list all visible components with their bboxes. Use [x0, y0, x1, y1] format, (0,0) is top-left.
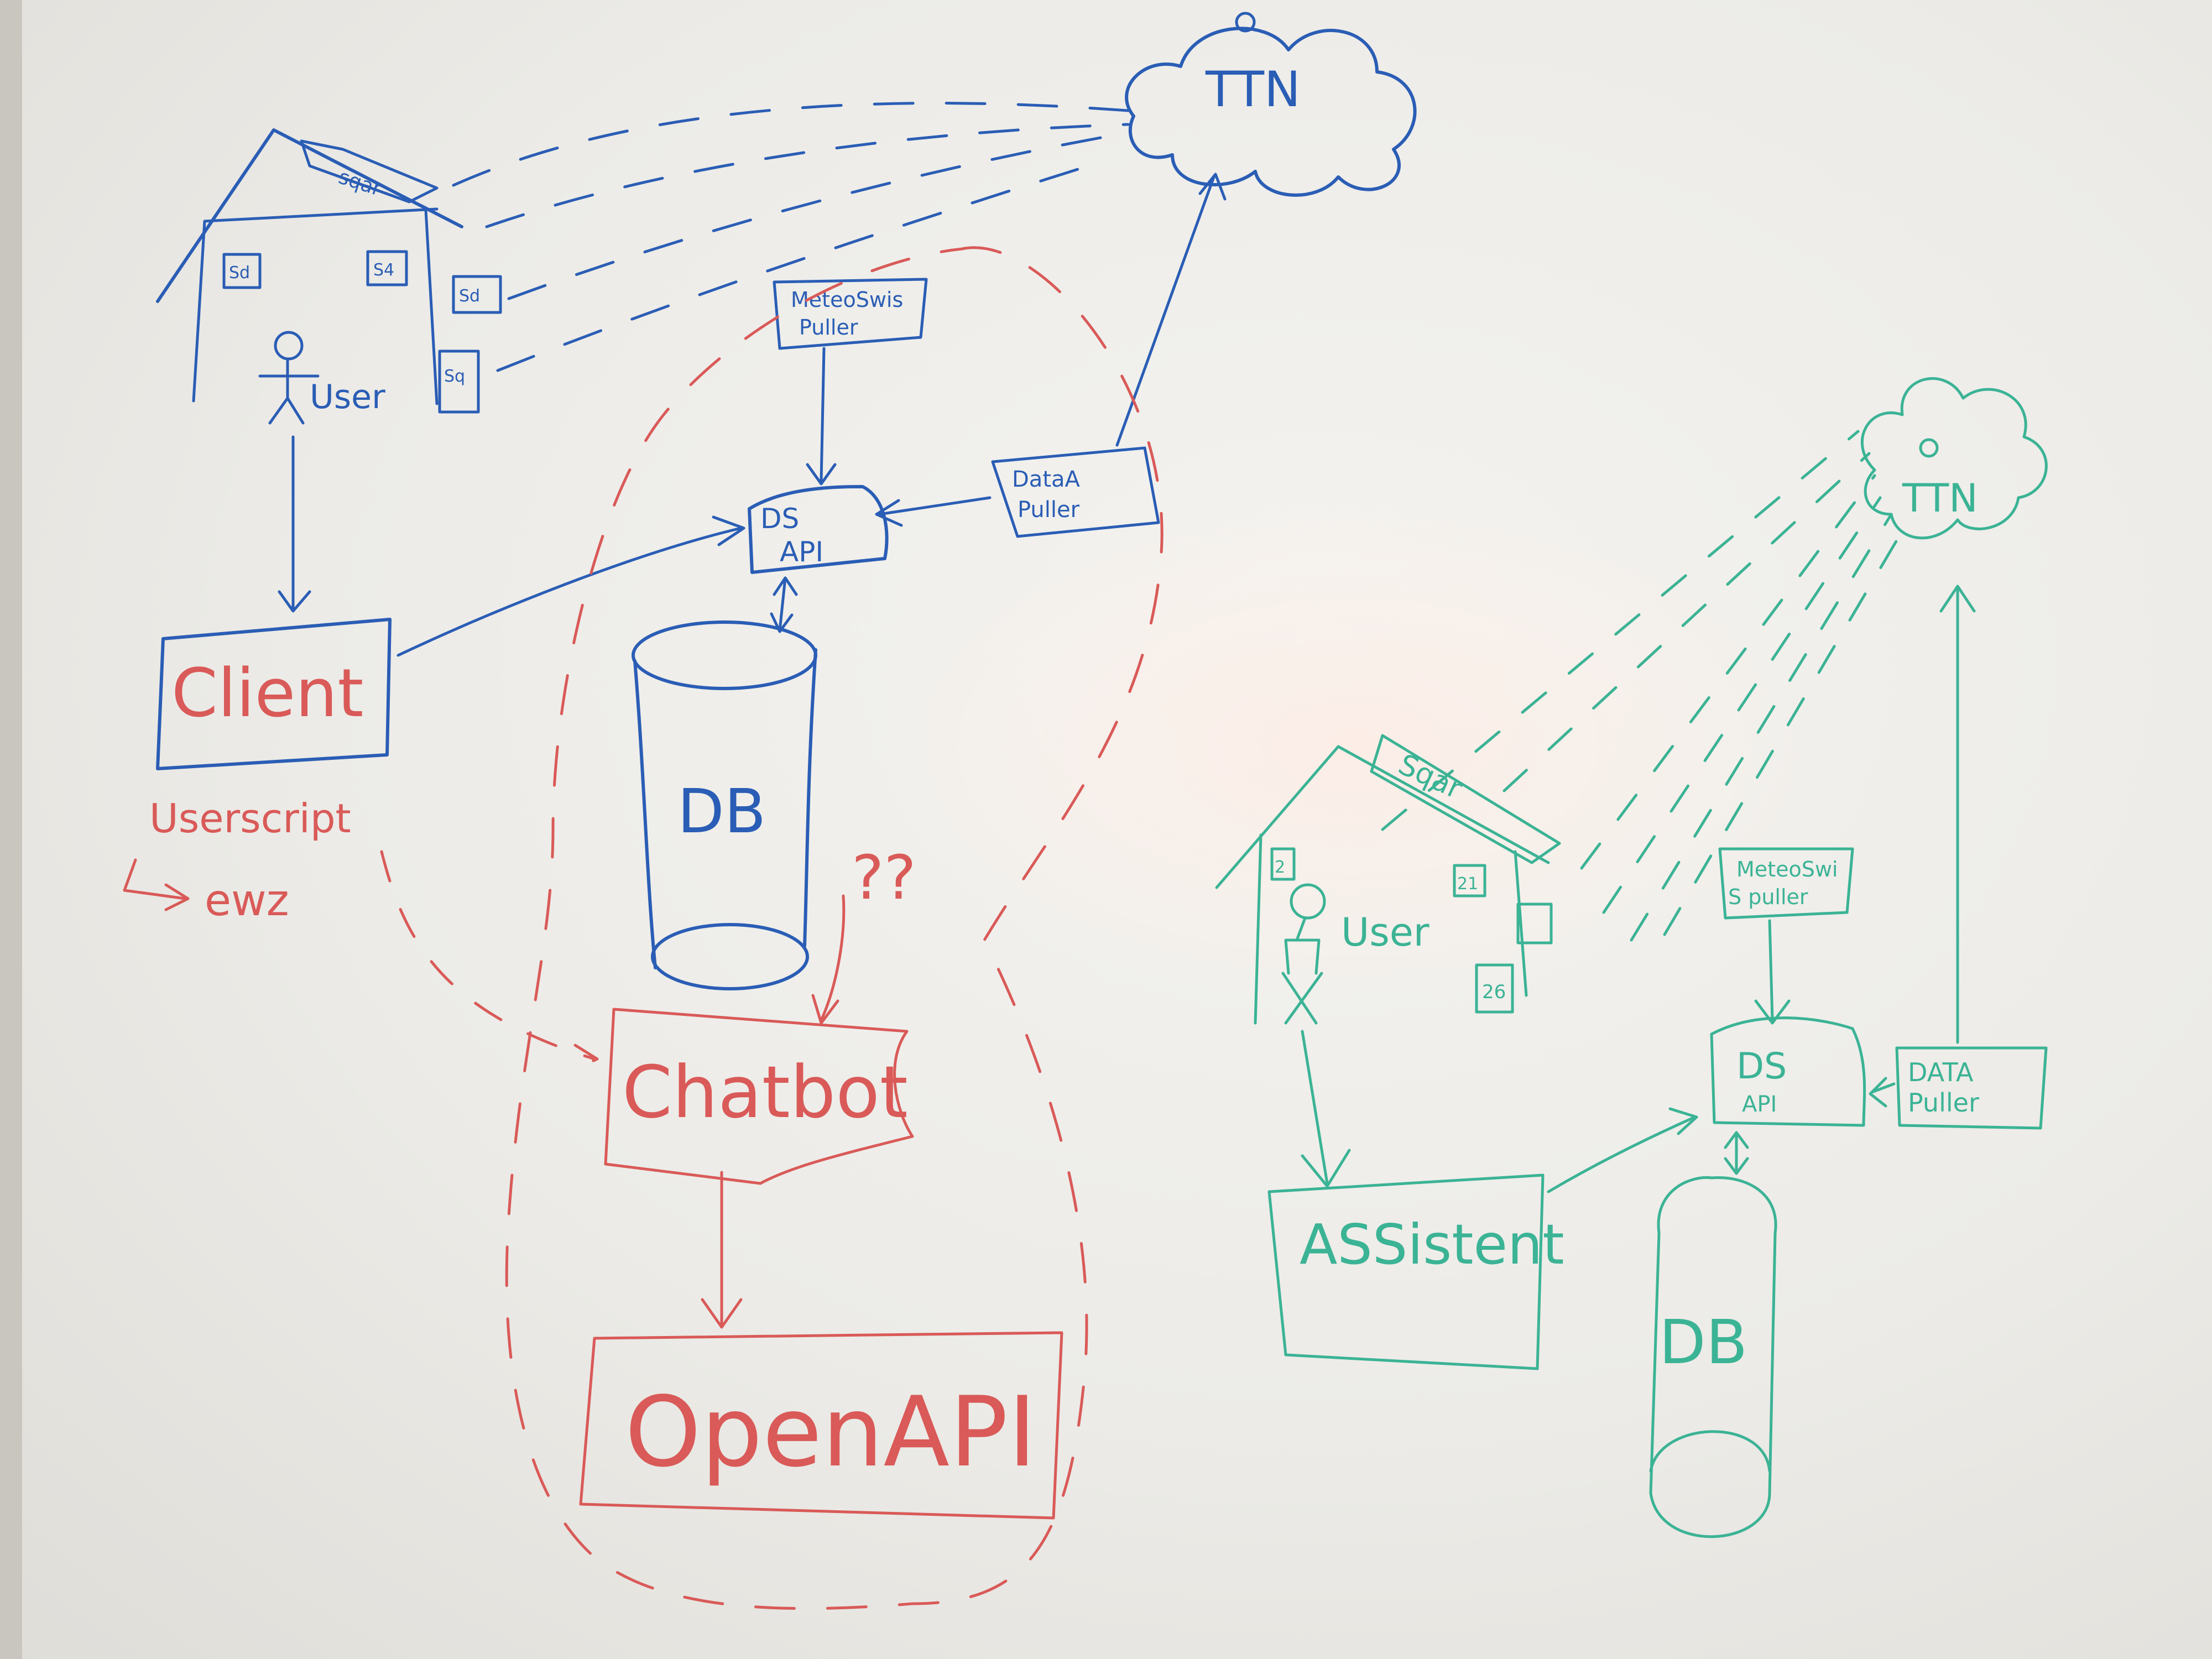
client-box: Client [158, 619, 390, 769]
meteo-puller-left-line2: Puller [799, 315, 858, 340]
chatbot-label: Chatbot [622, 1050, 908, 1134]
ttn-cloud-left: TTN [1126, 13, 1415, 195]
chatbot-box: Chatbot [606, 1009, 912, 1183]
client-label: Client [171, 655, 363, 732]
userscript-label: Userscript [149, 795, 351, 842]
data-puller-right-line1: DATA [1908, 1057, 1974, 1087]
solar-panel-right [1371, 735, 1559, 863]
sensor-label-2: S4 [373, 260, 394, 280]
dsapi-left-line1: DS [760, 503, 799, 535]
arrow-datapuller-to-ttn [1117, 174, 1225, 445]
question-label: ?? [852, 842, 916, 913]
dsapi-left-line2: API [780, 536, 823, 568]
arrow-question-to-chatbot [813, 896, 844, 1023]
arrow-client-to-dsapi [398, 517, 744, 655]
sensor-label-1: Sd [229, 263, 250, 283]
dsapi-left: DS API [749, 487, 887, 572]
data-puller-left-line2: Puller [1018, 497, 1080, 523]
sensor-right-label-4: 26 [1482, 981, 1506, 1003]
user-label-left: User [310, 378, 385, 416]
meteo-puller-right-line2: S puller [1728, 885, 1808, 909]
roof-label-left: sqar [336, 166, 384, 201]
sensor-label-3: Sd [459, 286, 480, 306]
teal-diagram: TTN Sqar 2 21 [1217, 378, 2046, 1536]
assistant-label: ASSistent [1300, 1212, 1564, 1277]
arrow-meteo-to-dsapi [807, 348, 835, 484]
arrow-datapuller-to-dsapi [877, 498, 990, 525]
arrow-user-to-assistant [1302, 1031, 1349, 1186]
arrow-user-to-client [279, 437, 310, 611]
arrow-datapuller-to-dsapi-right [1870, 1078, 1894, 1106]
meteo-puller-left: MeteoSwis Puller [774, 279, 926, 348]
cloud-bubble-right [1921, 440, 1937, 456]
sensor-right-label-2: 21 [1457, 874, 1478, 894]
db-right: DB [1651, 1177, 1776, 1536]
dsapi-right: DS API [1712, 1018, 1865, 1125]
blue-diagram: sqar Sd S4 Sd Sq User [158, 13, 1415, 989]
red-diagram: Userscript ewz ?? Chatbot OpenAPI [124, 248, 1162, 1609]
arrow-assistant-to-dsapi [1548, 1109, 1697, 1192]
openapi-label: OpenAPI [625, 1376, 1036, 1489]
arrow-chatbot-to-openapi [702, 1172, 741, 1327]
arrow-meteo-to-dsapi-right [1756, 921, 1789, 1023]
user-label-right: User [1341, 910, 1430, 955]
dsapi-right-line2: API [1742, 1092, 1777, 1117]
arrow-userscript-to-chatbot [382, 852, 597, 1070]
dsapi-right-line1: DS [1736, 1046, 1787, 1087]
ewz-label: ewz [205, 876, 289, 926]
radio-links-left [453, 103, 1128, 371]
sensor-label-4: Sq [444, 367, 465, 386]
sensor-right-label-1: 2 [1275, 858, 1285, 877]
db-left-label: DB [677, 776, 766, 847]
arrow-datapuller-to-ttn-right [1941, 586, 1974, 1042]
ewz-arrow [124, 860, 188, 910]
arrow-dsapi-db [771, 578, 796, 632]
meteo-puller-right: MeteoSwi S puller [1720, 849, 1853, 918]
house-left: sqar Sd S4 Sd Sq User [158, 130, 500, 423]
openapi-box: OpenAPI [581, 1333, 1062, 1518]
meteo-puller-right-line1: MeteoSwi [1736, 857, 1838, 881]
house-right: Sqar 2 21 26 User [1217, 735, 1559, 1023]
data-puller-right: DATA Puller [1897, 1048, 2046, 1128]
ttn-label-right: TTN [1902, 476, 1978, 521]
data-puller-right-line2: Puller [1908, 1088, 1979, 1118]
data-puller-left: DataA Puller [993, 448, 1159, 536]
db-right-label: DB [1659, 1307, 1747, 1378]
user-figure-right [1283, 885, 1324, 1023]
ttn-label-left: TTN [1205, 61, 1301, 118]
db-left: DB [633, 622, 816, 989]
house-left-walls [194, 209, 437, 404]
house-right-roof [1217, 747, 1548, 888]
assistant-box: ASSistent [1269, 1175, 1564, 1369]
data-puller-left-line1: DataA [1012, 467, 1081, 492]
ttn-cloud-right: TTN [1862, 378, 2046, 538]
arrow-dsapi-db-right [1725, 1133, 1747, 1173]
